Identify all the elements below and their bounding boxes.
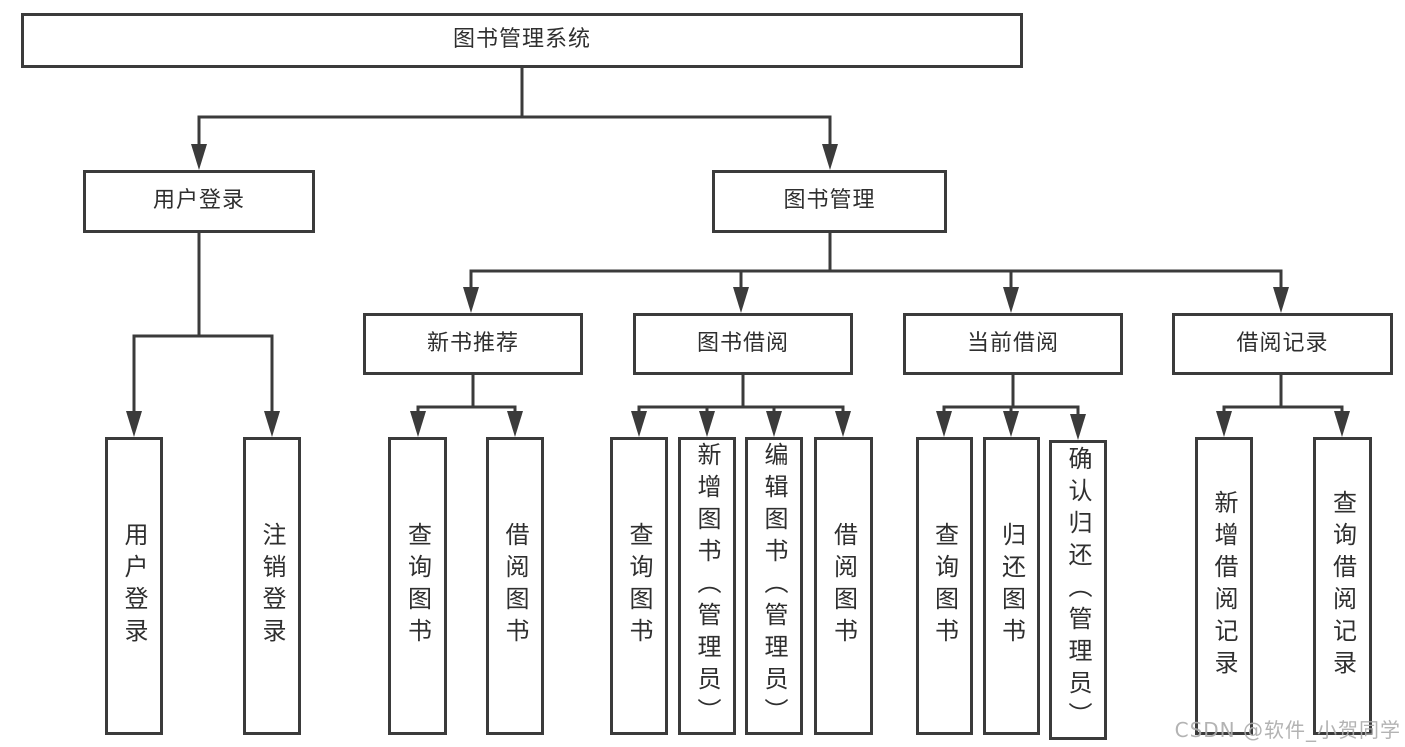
leaf-current-confirm-admin: 确认归还（管理员） (1049, 440, 1107, 740)
node-new-book-recommend: 新书推荐 (363, 313, 583, 375)
connector-borrow-to-leaves (631, 375, 851, 437)
leaf-borrow-borrow: 借阅图书 (814, 437, 873, 735)
connector-login-to-leaves (126, 233, 280, 437)
leaf-newbooks-borrow: 借阅图书 (486, 437, 544, 735)
node-root-system: 图书管理系统 (21, 13, 1023, 68)
node-borrow-records: 借阅记录 (1172, 313, 1393, 375)
node-book-borrow: 图书借阅 (633, 313, 853, 375)
leaf-current-query: 查询图书 (916, 437, 973, 735)
connector-records-to-leaves (1216, 375, 1350, 437)
connector-newbooks-to-leaves (410, 375, 523, 437)
node-current-borrow: 当前借阅 (903, 313, 1123, 375)
leaf-current-return: 归还图书 (983, 437, 1040, 735)
leaf-user-login: 用户登录 (105, 437, 163, 735)
leaf-logout: 注销登录 (243, 437, 301, 735)
connector-root-to-level2 (191, 68, 838, 170)
leaf-records-add: 新增借阅记录 (1195, 437, 1253, 735)
node-book-management: 图书管理 (712, 170, 947, 233)
connector-current-to-leaves (936, 375, 1086, 440)
leaf-records-query: 查询借阅记录 (1313, 437, 1372, 735)
leaf-newbooks-query: 查询图书 (388, 437, 447, 735)
csdn-watermark: CSDN @软件_小贺同学 (1174, 718, 1401, 742)
leaf-borrow-edit-admin: 编辑图书（管理员） (745, 437, 803, 735)
connector-mgmt-to-level3 (463, 233, 1289, 313)
leaf-borrow-add-admin: 新增图书（管理员） (678, 437, 736, 735)
node-user-login: 用户登录 (83, 170, 315, 233)
leaf-borrow-query: 查询图书 (610, 437, 668, 735)
